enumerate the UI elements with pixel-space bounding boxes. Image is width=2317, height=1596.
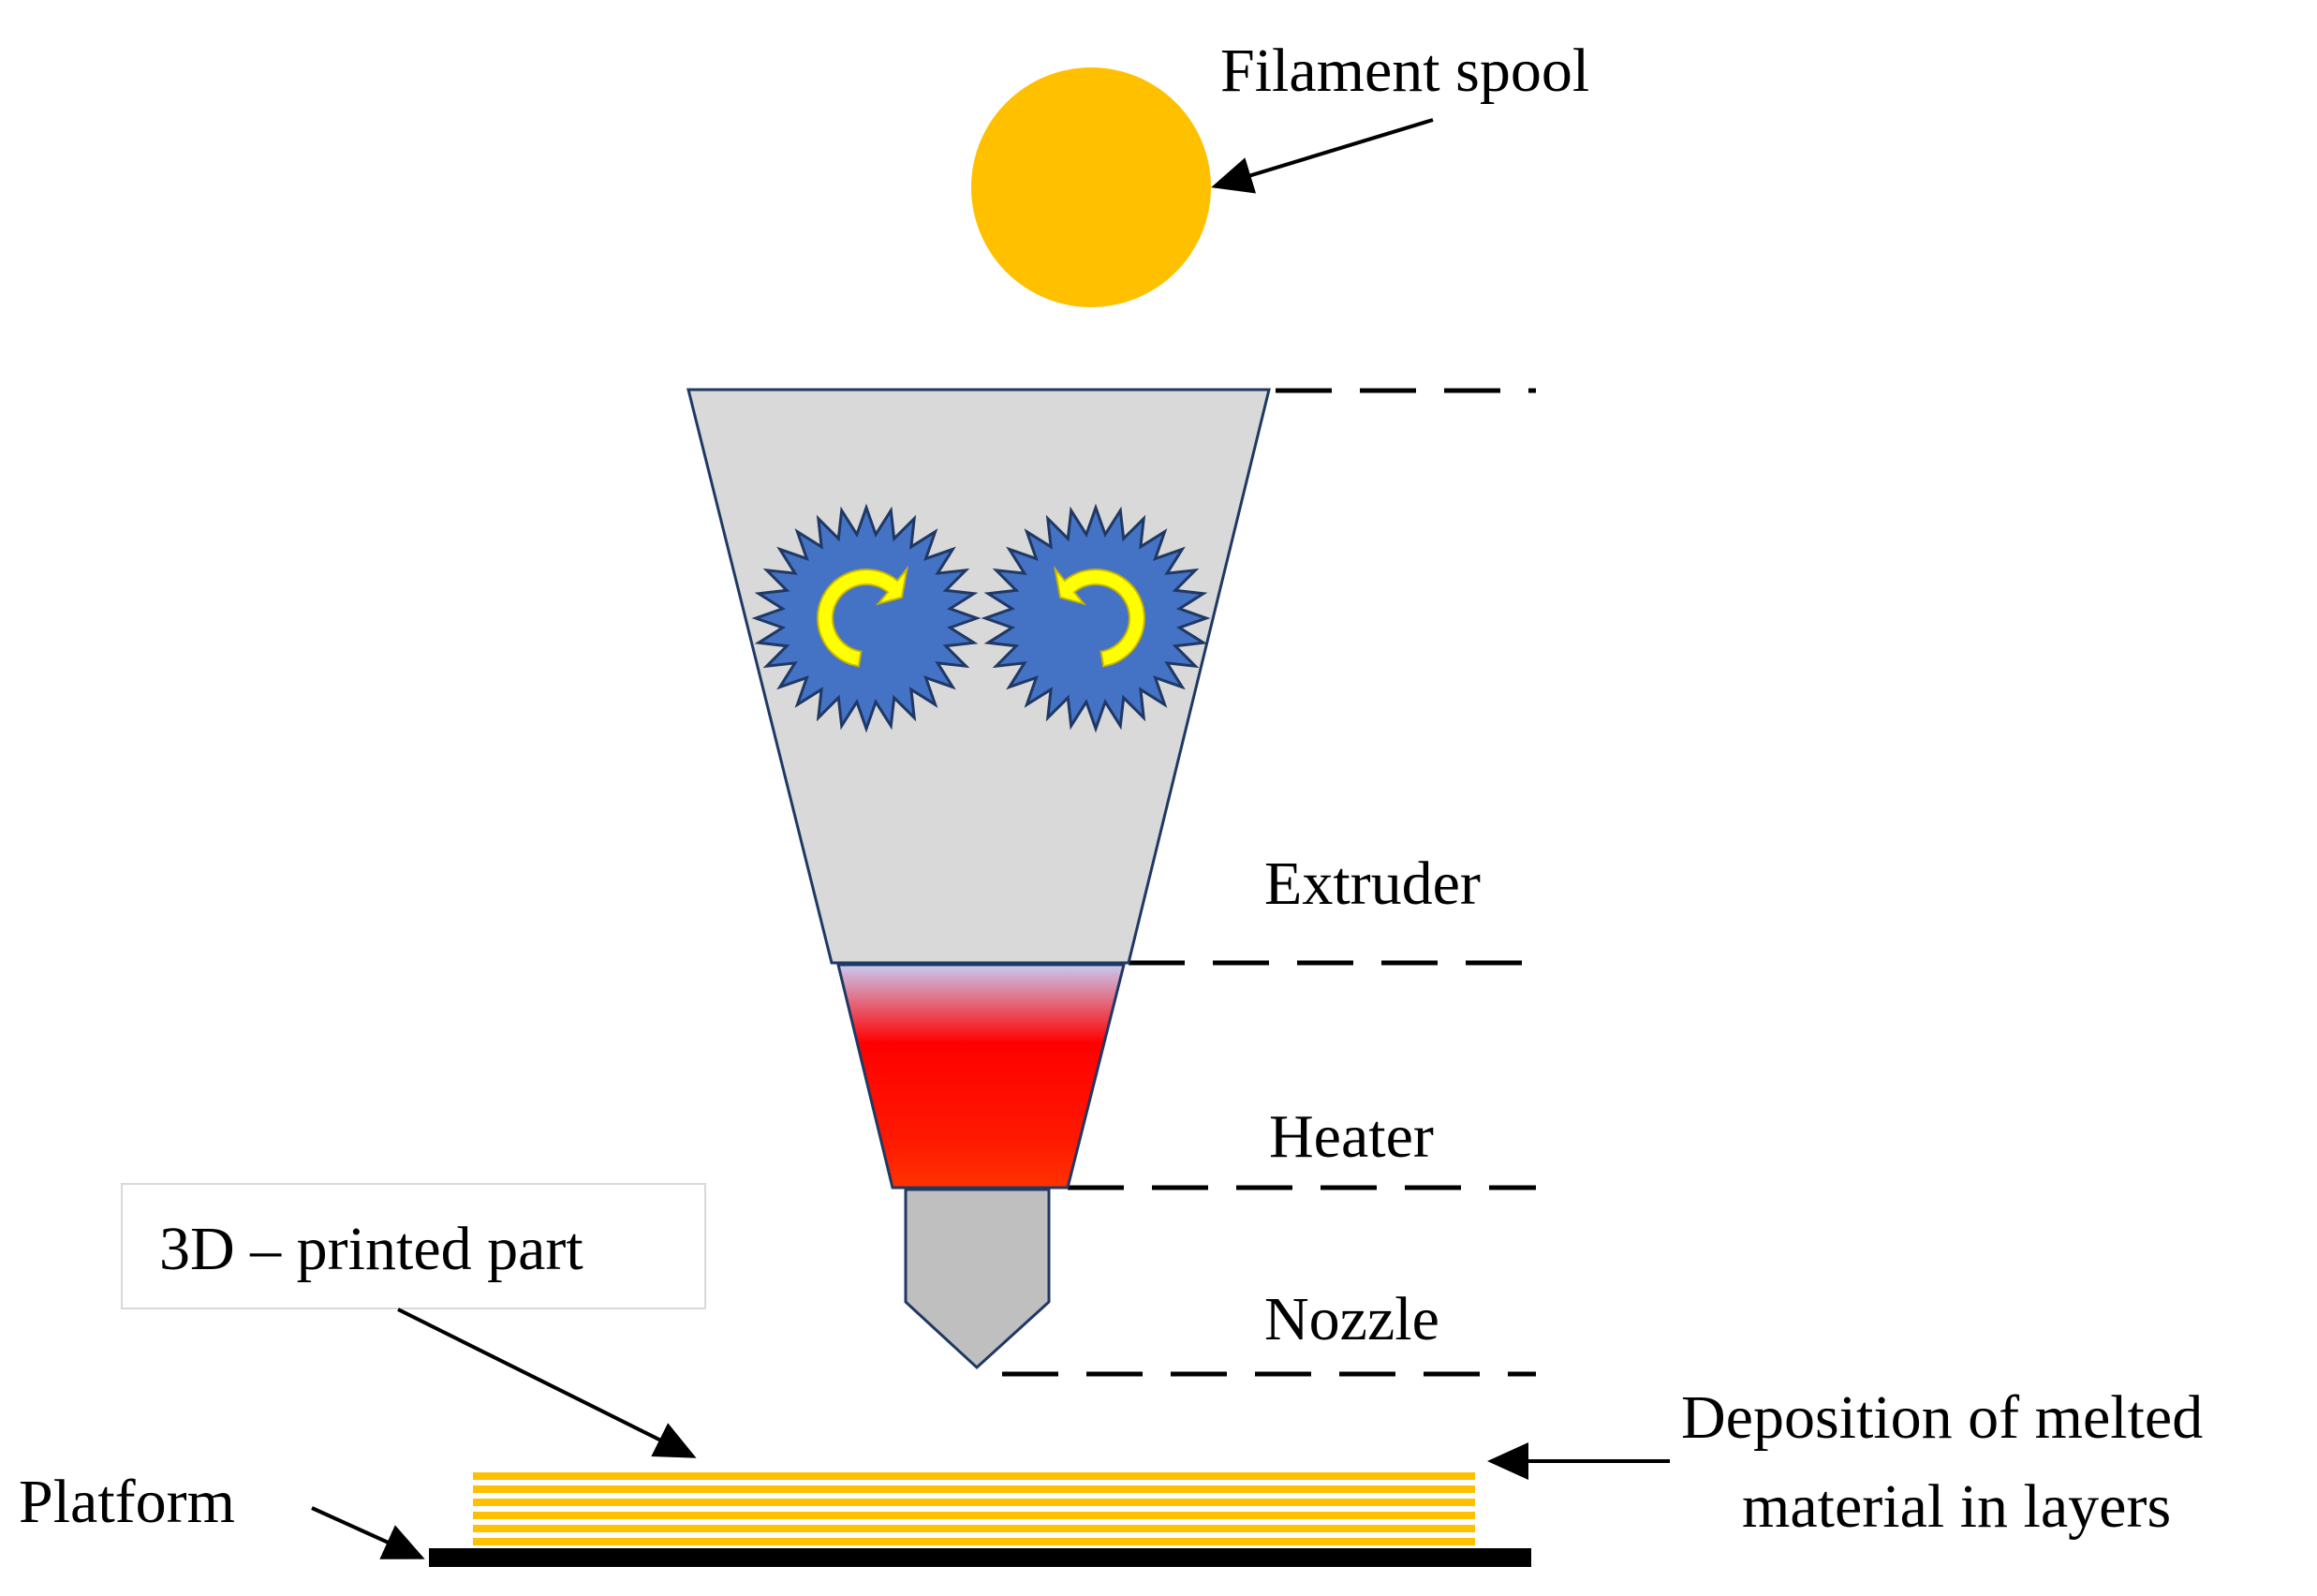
- extruder-label: Extruder: [1264, 850, 1481, 918]
- extruder-body: [686, 388, 1271, 965]
- heater-block: [836, 963, 1126, 1190]
- layer-5: [473, 1525, 1475, 1532]
- filament-spool-label: Filament spool: [1220, 37, 1589, 105]
- left-gear-rotation-arrow-icon: [817, 566, 908, 668]
- left-gear: [751, 503, 981, 733]
- layer-2: [473, 1485, 1475, 1493]
- layer-4: [473, 1512, 1475, 1519]
- platform-label: Platform: [19, 1468, 235, 1536]
- dashed-guides: [1002, 388, 1536, 1377]
- heater-label: Heater: [1269, 1102, 1434, 1171]
- spool-pointer-arrow: [1211, 118, 1434, 194]
- deposition-label-line2: material in layers: [1742, 1472, 2171, 1541]
- right-gear: [981, 503, 1211, 733]
- right-gear-rotation-arrow-icon: [1054, 566, 1145, 668]
- layer-6: [473, 1538, 1475, 1545]
- build-platform: [429, 1548, 1531, 1567]
- nozzle-tip: [904, 1188, 1051, 1370]
- printed-part-pointer-arrow: [397, 1308, 697, 1458]
- right-gear-teeth: [981, 503, 1211, 733]
- platform-pointer-arrow: [311, 1506, 425, 1559]
- layer-1: [473, 1472, 1475, 1480]
- printed-part-label: 3D – printed part: [159, 1215, 583, 1283]
- deposition-label-line1: Deposition of melted: [1681, 1383, 2203, 1452]
- printed-part-label-box: [121, 1183, 706, 1309]
- filament-spool: [971, 67, 1211, 307]
- layer-3: [473, 1499, 1475, 1506]
- drive-gears: [751, 503, 1211, 733]
- pointer-arrows: [311, 118, 1670, 1559]
- left-gear-teeth: [751, 503, 981, 733]
- printed-layers: [473, 1472, 1475, 1545]
- nozzle-label: Nozzle: [1264, 1285, 1439, 1353]
